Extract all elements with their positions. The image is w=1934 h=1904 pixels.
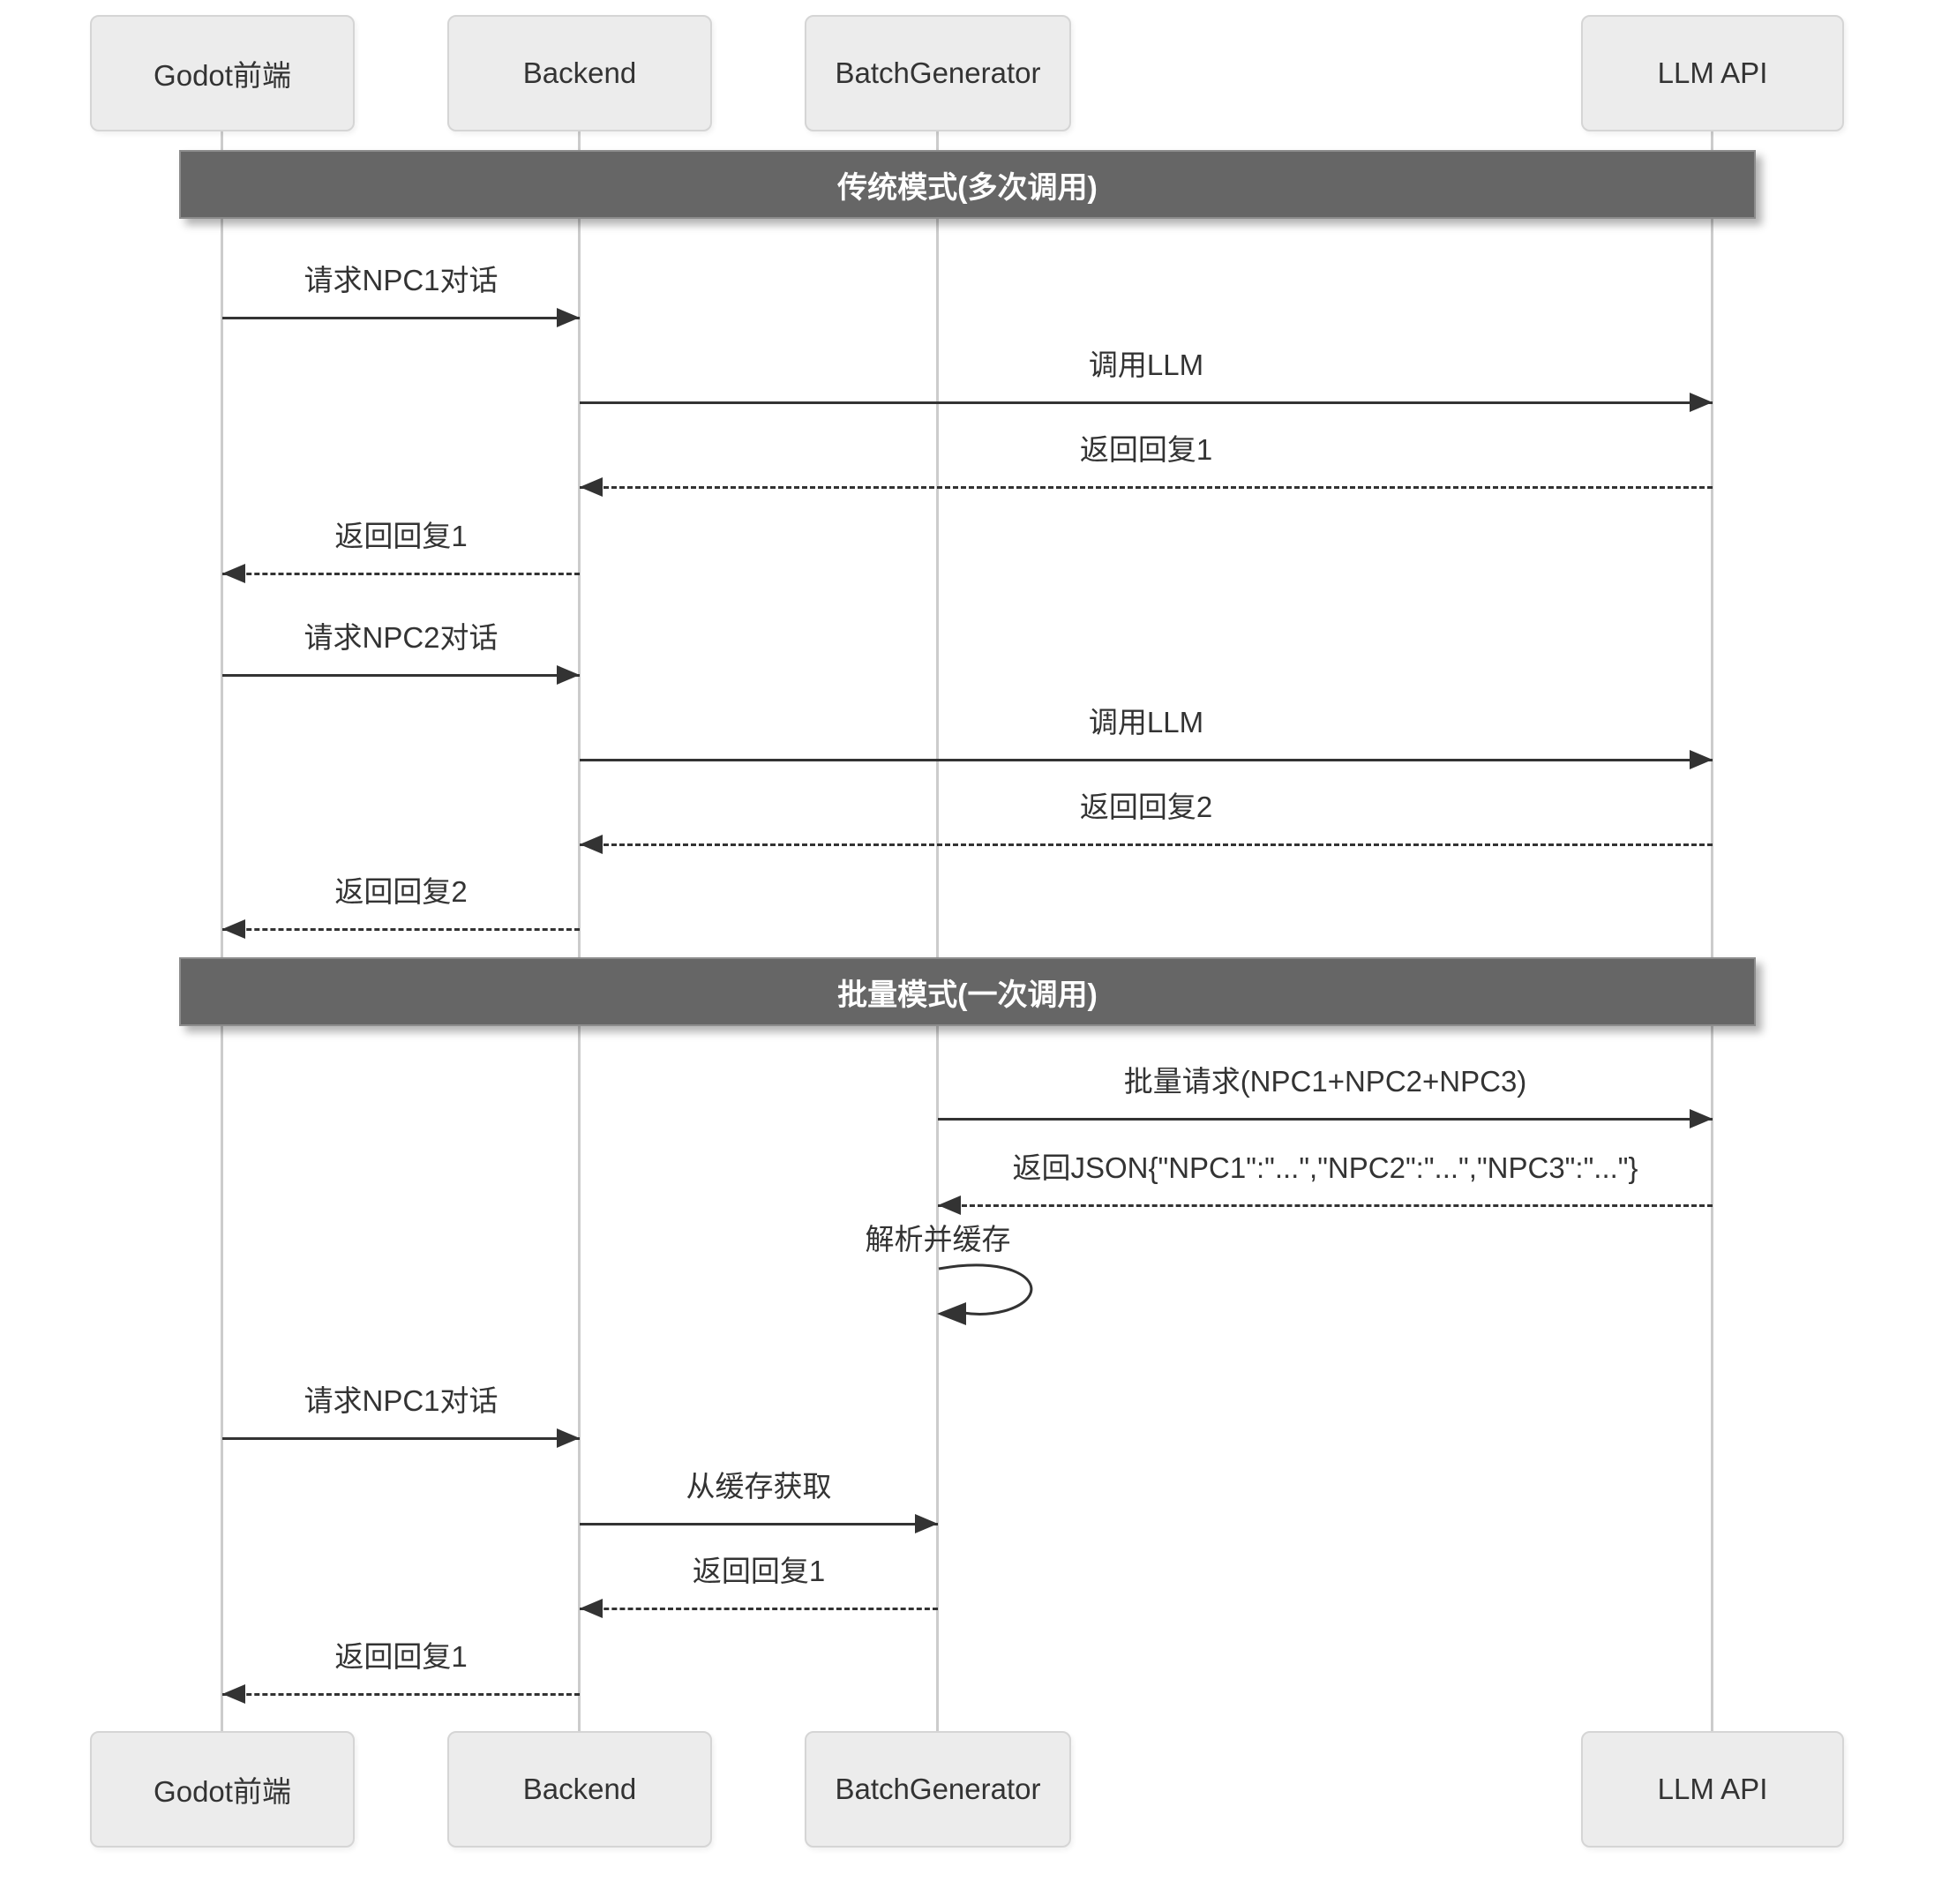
message-line: [938, 1118, 1713, 1121]
section-bar-traditional: 传统模式(多次调用): [179, 150, 1756, 219]
message-line: [222, 928, 580, 931]
message-label: 批量请求(NPC1+NPC2+NPC3): [1123, 1065, 1527, 1098]
message-line: [222, 1693, 580, 1696]
arrowhead-right-icon: [1690, 393, 1713, 412]
message-line: [580, 843, 1713, 846]
arrowhead-left-icon: [580, 835, 603, 854]
message-line: [580, 1523, 938, 1525]
arrowhead-right-icon: [557, 1428, 580, 1448]
message-line: [580, 1608, 938, 1610]
message-label: 调用LLM: [1088, 349, 1204, 381]
message-line: [222, 317, 580, 319]
arrowhead-left-icon: [222, 1684, 245, 1704]
arrowhead-right-icon: [1690, 1109, 1713, 1128]
participant-backend-top: Backend: [447, 15, 712, 131]
lifeline-backend: [578, 131, 581, 1731]
message-line: [938, 1204, 1713, 1207]
arrowhead-right-icon: [1690, 750, 1713, 769]
message-label: 请求NPC1对话: [304, 264, 498, 296]
message-label: 返回回复1: [692, 1555, 826, 1587]
message-label: 返回回复2: [1079, 791, 1213, 823]
participant-llm-api-top: LLM API: [1581, 15, 1844, 131]
arrowhead-left-icon: [222, 564, 245, 583]
arrowhead-left-icon: [938, 1196, 961, 1215]
message-line: [580, 759, 1713, 761]
message-label: 返回回复1: [334, 520, 468, 552]
arrowhead-right-icon: [557, 665, 580, 685]
message-line: [222, 573, 580, 575]
message-label: 返回回复1: [1079, 433, 1213, 466]
arrowhead-left-icon: [222, 919, 245, 939]
participant-batchgenerator-top: BatchGenerator: [805, 15, 1071, 131]
lifeline-godot: [221, 131, 223, 1731]
self-loop-icon: [937, 1263, 1033, 1325]
participant-godot-top: Godot前端: [90, 15, 355, 131]
participant-llm-api-bottom: LLM API: [1581, 1731, 1844, 1848]
lifeline-batchgenerator: [936, 131, 939, 1731]
arrowhead-right-icon: [557, 308, 580, 327]
message-label: 请求NPC2对话: [304, 621, 498, 654]
message-label: 返回回复1: [334, 1640, 468, 1673]
section-bar-batch: 批量模式(一次调用): [179, 957, 1756, 1026]
message-line: [222, 674, 580, 677]
message-label: 调用LLM: [1088, 706, 1204, 738]
message-label: 返回JSON{"NPC1":"...","NPC2":"...","NPC3":…: [1012, 1151, 1638, 1184]
participant-batchgenerator-bottom: BatchGenerator: [805, 1731, 1071, 1848]
message-line: [222, 1437, 580, 1440]
arrowhead-left-icon: [580, 1599, 603, 1618]
message-label: 从缓存获取: [686, 1470, 832, 1503]
participant-backend-bottom: Backend: [447, 1731, 712, 1848]
message-label: 解析并缓存: [865, 1223, 1011, 1256]
message-line: [580, 486, 1713, 489]
arrowhead-right-icon: [915, 1514, 938, 1533]
message-label: 返回回复2: [334, 875, 468, 908]
message-line: [580, 401, 1713, 404]
participant-godot-bottom: Godot前端: [90, 1731, 355, 1848]
arrowhead-left-icon: [580, 477, 603, 497]
message-label: 请求NPC1对话: [304, 1384, 498, 1417]
lifeline-llm-api: [1711, 131, 1713, 1731]
